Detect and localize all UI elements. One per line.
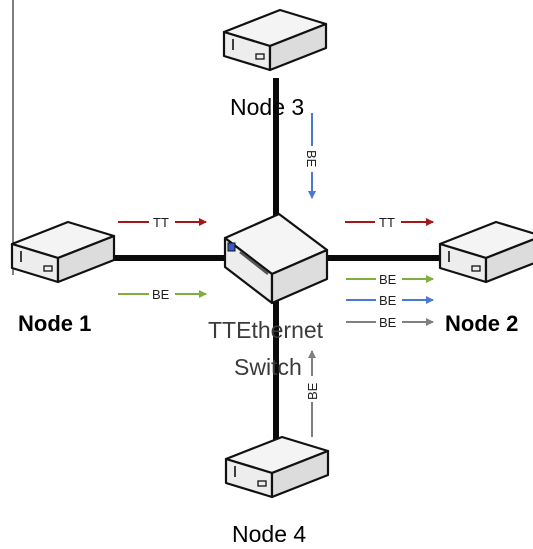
tt-flow-label-node1: TT xyxy=(153,215,169,230)
node1-label: Node 1 xyxy=(18,311,91,336)
be-flow-label-node1: BE xyxy=(152,287,170,302)
be-flow-label-node4: BE xyxy=(305,382,320,400)
network-switch-icon xyxy=(223,212,329,305)
node3-device-icon xyxy=(222,8,328,72)
switch-label-line1: TTEthernet xyxy=(208,317,324,343)
switch-label-line2: Switch xyxy=(234,354,302,380)
be-flow-label-node2-green: BE xyxy=(379,272,397,287)
node1-device-icon xyxy=(10,220,116,284)
be-flow-label-node2-blue: BE xyxy=(379,293,397,308)
node3-label: Node 3 xyxy=(230,94,304,120)
node4-device-icon xyxy=(224,435,330,499)
node4-label: Node 4 xyxy=(232,521,306,547)
node2-label: Node 2 xyxy=(445,311,518,336)
tt-flow-label-node2: TT xyxy=(379,215,395,230)
be-flow-label-node3: BE xyxy=(304,150,319,168)
node2-device-icon xyxy=(438,220,533,284)
be-flow-label-node2-grey: BE xyxy=(379,315,397,330)
